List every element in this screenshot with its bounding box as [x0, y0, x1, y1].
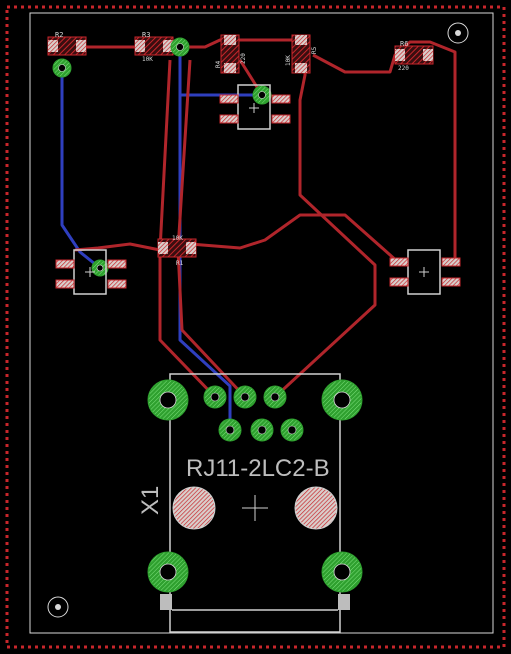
transistor-left[interactable]	[55, 249, 127, 295]
connector-mount-pads	[147, 379, 363, 593]
r1-value: 10K	[172, 235, 183, 242]
r4-name: R4	[215, 60, 222, 68]
mounting-hole-bottom-left	[47, 596, 69, 618]
connector-name-label: X1	[137, 486, 164, 515]
r6-name: R6	[400, 40, 408, 48]
r3-name: R3	[142, 31, 150, 39]
resistor-r2[interactable]: R2	[47, 31, 87, 56]
resistor-r3[interactable]: R3 10K	[134, 31, 174, 63]
connector-origin-cross	[242, 495, 268, 521]
mounting-hole-top-right	[447, 22, 469, 44]
board-dimension-border	[5, 5, 506, 649]
connector-part-label: RJ11-2LC2-B	[186, 455, 330, 482]
connector-locating-holes	[172, 486, 338, 530]
connector-signal-pads	[203, 385, 304, 442]
r1-name: R1	[176, 260, 184, 267]
board-outline	[29, 12, 494, 634]
resistor-r4[interactable]: R4 220	[215, 34, 247, 74]
via-pads	[52, 37, 272, 277]
r2-name: R2	[55, 31, 63, 39]
resistor-r5[interactable]: 10K R5	[285, 34, 318, 74]
r6-value: 220	[398, 65, 409, 72]
r5-value: 10K	[285, 55, 292, 66]
r5-name: R5	[311, 46, 318, 54]
resistor-r1[interactable]: 10K R1	[157, 235, 197, 267]
transistor-top[interactable]	[219, 84, 291, 130]
r3-value: 10K	[142, 56, 153, 63]
connector-x1[interactable]: RJ11-2LC2-B X1	[137, 373, 363, 633]
resistor-r6[interactable]: R6 220	[394, 40, 434, 72]
transistor-right[interactable]	[389, 249, 461, 295]
r4-value: 220	[240, 53, 247, 64]
